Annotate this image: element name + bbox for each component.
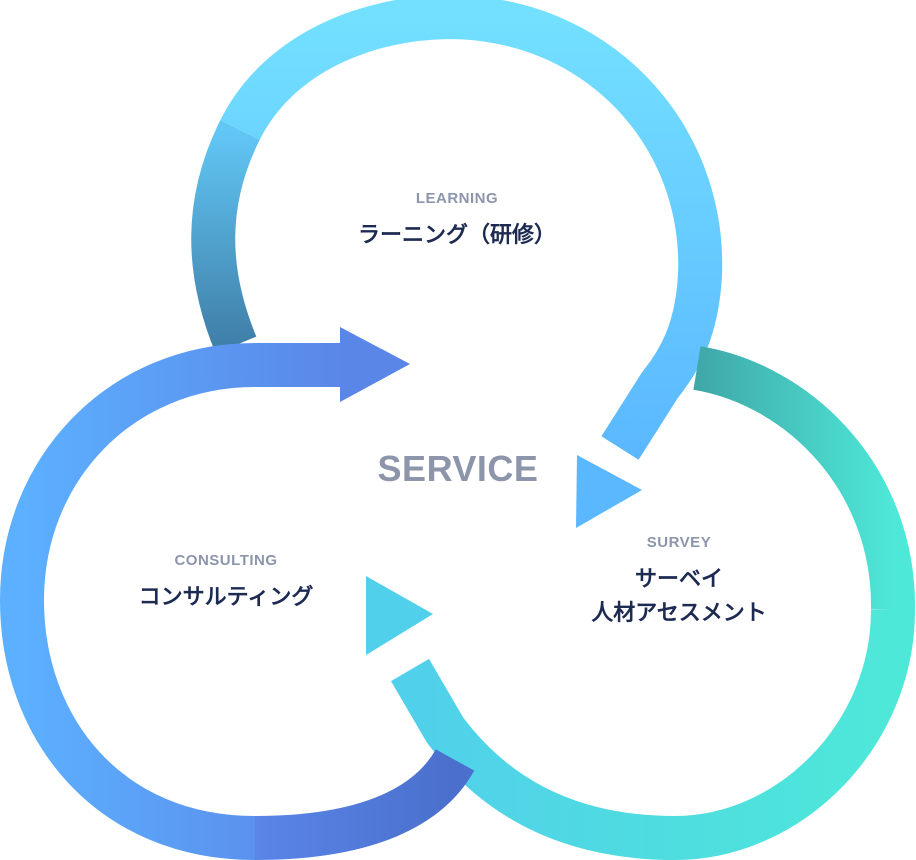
learning-loop-arc bbox=[220, 0, 723, 460]
learning-loop-tail bbox=[191, 120, 260, 354]
survey-arrowhead bbox=[366, 576, 433, 655]
learning-en-label: LEARNING bbox=[415, 190, 499, 207]
survey-jp-line1: サーベイ bbox=[634, 567, 723, 592]
survey-label: SURVEY サーベイ 人材アセスメント bbox=[529, 534, 829, 631]
learning-loop bbox=[191, 0, 723, 528]
survey-jp-label: サーベイ 人材アセスメント bbox=[529, 563, 829, 631]
learning-jp-label: ラーニング（研修） bbox=[357, 223, 556, 248]
consulting-label: CONSULTING コンサルティング bbox=[76, 552, 376, 615]
consulting-en-label: CONSULTING bbox=[174, 552, 278, 569]
consulting-loop bbox=[0, 327, 475, 860]
consulting-arrowhead bbox=[340, 327, 410, 402]
survey-loop-top bbox=[692, 346, 916, 611]
consulting-jp-label: コンサルティング bbox=[138, 585, 314, 610]
learning-label: LEARNING ラーニング（研修） bbox=[307, 190, 607, 253]
consulting-loop-tail bbox=[254, 748, 475, 860]
survey-loop-arc bbox=[390, 609, 915, 860]
consulting-loop-arc bbox=[0, 343, 345, 860]
survey-loop bbox=[366, 346, 916, 860]
learning-arrowhead bbox=[576, 455, 642, 528]
center-service-label: SERVICE bbox=[377, 448, 539, 489]
survey-jp-line2: 人材アセスメント bbox=[591, 601, 767, 626]
survey-en-label: SURVEY bbox=[646, 534, 712, 551]
